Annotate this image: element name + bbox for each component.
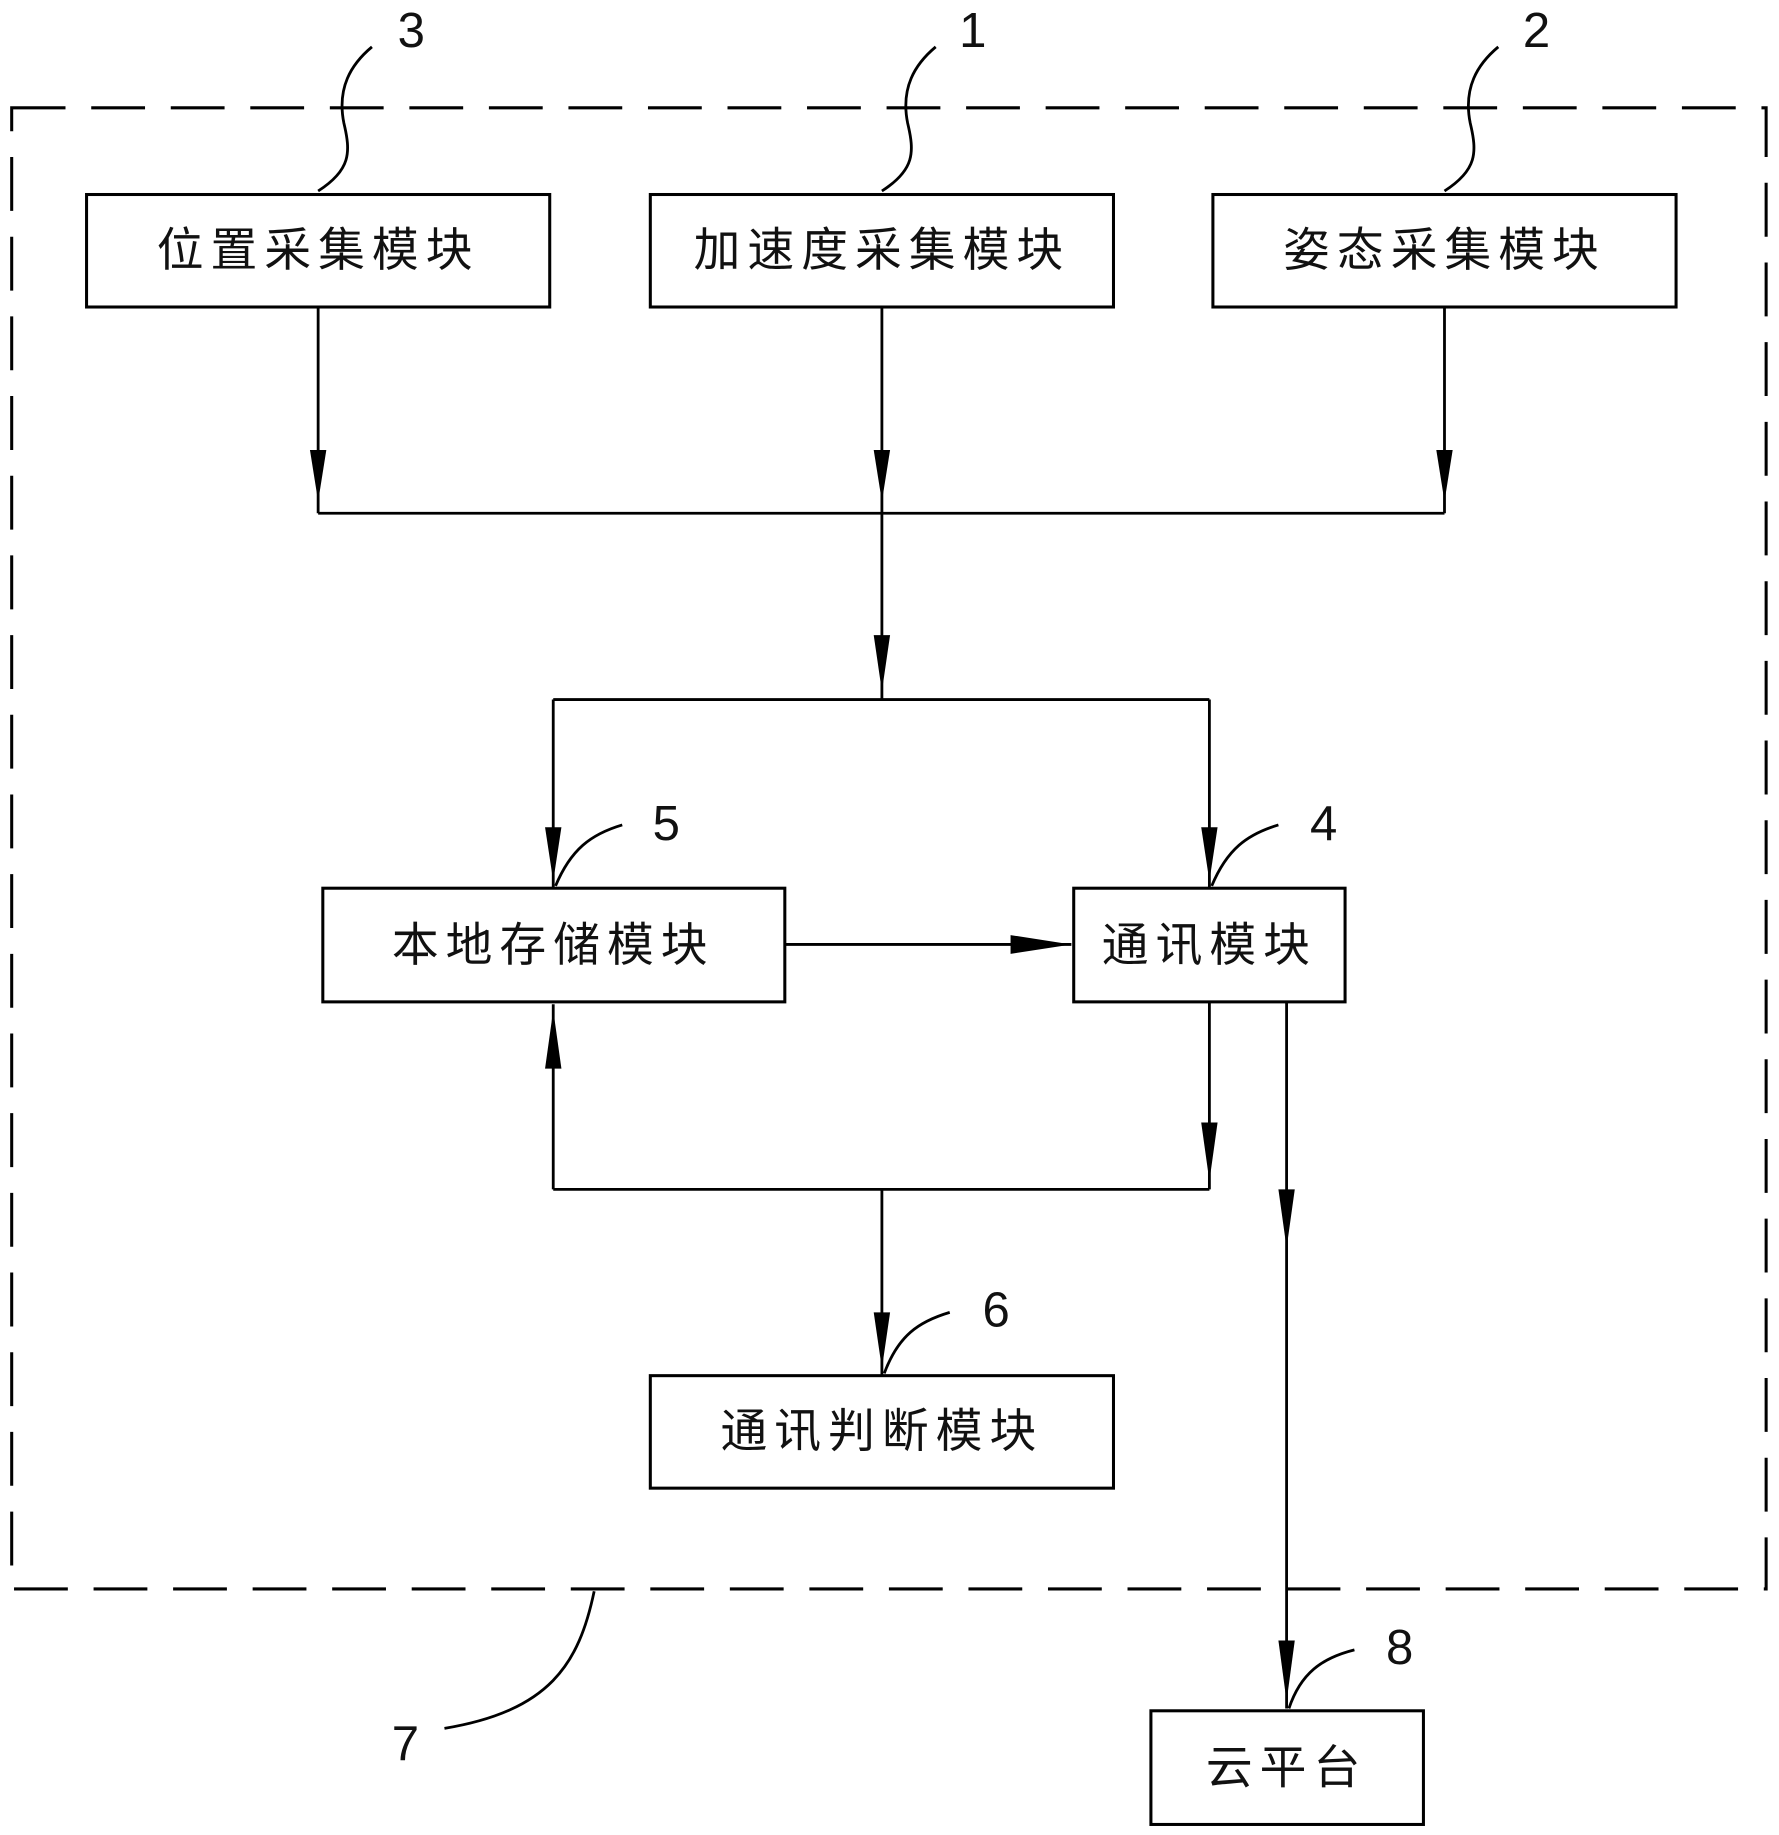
module-acceleration[interactable]: 加速度采集模块 [648, 192, 1116, 309]
cloud-platform-label: 云平台 [1206, 1741, 1367, 1795]
module-comm-judgment[interactable]: 通讯判断模块 [648, 1374, 1116, 1490]
leader-7 [444, 1590, 596, 1730]
module-communication[interactable]: 通讯模块 [1072, 886, 1347, 1004]
position-label: 位置采集模块 [157, 224, 480, 278]
leader-2 [1443, 45, 1500, 193]
comm-judgment-box [648, 1374, 1116, 1490]
attitude-label: 姿态采集模块 [1283, 224, 1606, 278]
module-attitude[interactable]: 姿态采集模块 [1211, 192, 1678, 309]
leader-3 [317, 45, 373, 193]
leader-6 [882, 1311, 951, 1374]
ref-5: 5 [653, 796, 680, 851]
leader-5 [554, 823, 623, 887]
arrow-communication-loop [1201, 1122, 1218, 1182]
leader-8 [1287, 1648, 1355, 1709]
communication-box [1072, 886, 1347, 1004]
module-local-storage[interactable]: 本地存储模块 [321, 886, 787, 1004]
arrow-split-communication [1201, 827, 1218, 882]
ref-3: 3 [398, 3, 425, 58]
acceleration-label: 加速度采集模块 [694, 224, 1071, 278]
cloud-platform-box [1149, 1709, 1425, 1826]
attitude-box [1211, 192, 1678, 309]
arrow-acceleration-bus [873, 449, 891, 502]
arrow-loop-judgment [873, 1312, 891, 1369]
ref-4: 4 [1310, 796, 1337, 851]
device-boundary [10, 106, 1768, 1591]
comm-judgment-label: 通讯判断模块 [721, 1405, 1044, 1459]
arrow-split-storage [545, 827, 562, 882]
leader-1 [881, 45, 937, 193]
position-box [85, 192, 552, 309]
leader-4 [1210, 823, 1279, 887]
ref-8: 8 [1386, 1620, 1413, 1675]
module-cloud-platform[interactable]: 云平台 [1149, 1709, 1425, 1826]
arrow-storage-communication [1010, 935, 1072, 954]
arrow-communication-cloud-2 [1278, 1640, 1295, 1702]
ref-2: 2 [1523, 3, 1550, 58]
arrow-bus-split [873, 635, 891, 692]
module-position[interactable]: 位置采集模块 [85, 192, 552, 309]
acceleration-box [648, 192, 1116, 309]
arrow-attitude-bus [1436, 449, 1453, 502]
local-storage-label: 本地存储模块 [392, 919, 715, 973]
ref-1: 1 [959, 3, 986, 58]
ref-6: 6 [982, 1282, 1009, 1337]
ref-7: 7 [392, 1716, 419, 1771]
arrow-position-bus [309, 449, 327, 502]
arrow-loop-storage [545, 1010, 562, 1069]
communication-label: 通讯模块 [1102, 919, 1317, 973]
arrow-communication-cloud-1 [1278, 1189, 1295, 1248]
